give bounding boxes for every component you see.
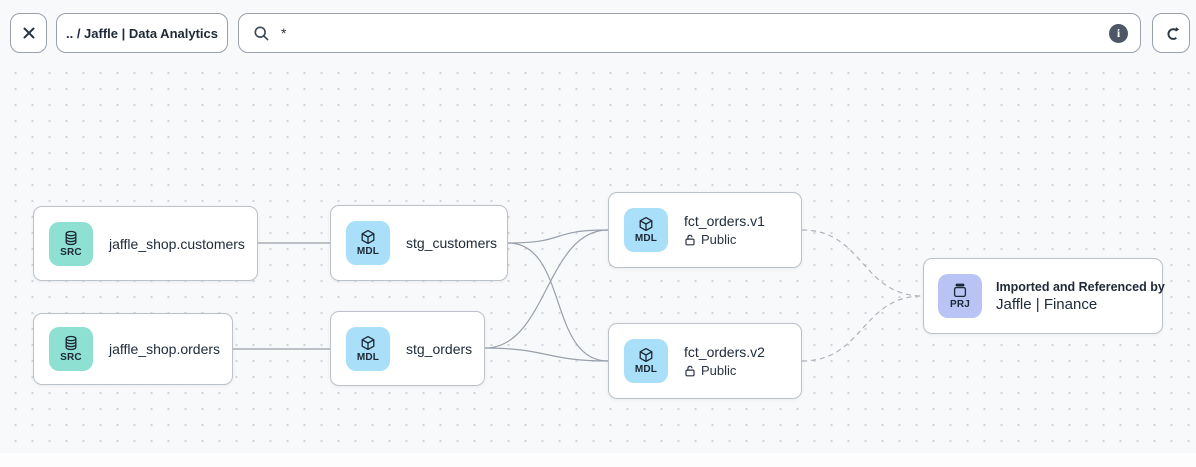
model-icon: MDL [346,326,390,371]
node-project-jaffle-finance[interactable]: PRJ Imported and Referenced by Jaffle | … [923,258,1165,334]
node-label: stg_orders [406,340,473,357]
refresh-icon [1166,26,1179,40]
node-src-jaffle-shop-customers[interactable]: SRC jaffle_shop.customers [33,206,258,281]
info-icon[interactable]: i [1109,23,1128,43]
source-icon: SRC [49,327,93,371]
unlock-icon [685,365,695,376]
access-label: Public [701,232,737,247]
search-box[interactable]: i [238,13,1141,53]
node-fct-orders-v2[interactable]: MDL fct_orders.v2 Public [608,323,802,399]
unlock-icon [685,234,695,245]
access-badge: Public [684,363,765,378]
node-label: fct_orders.v2 [684,344,765,360]
breadcrumb-label: .. / Jaffle | Data Analytics [66,25,218,41]
database-icon [65,335,77,351]
node-stg-orders[interactable]: MDL stg_orders [330,311,485,386]
badge-label: MDL [634,233,658,244]
canvas-bottom-strip [0,453,1196,467]
database-icon [65,230,77,245]
node-stg-customers[interactable]: MDL stg_customers [330,205,508,281]
node-fct-orders-v1[interactable]: MDL fct_orders.v1 Public [608,192,802,268]
cube-icon [361,229,375,245]
search-input[interactable] [281,25,1109,41]
model-icon: MDL [346,221,390,265]
node-label: jaffle_shop.orders [109,341,221,357]
source-icon: SRC [49,221,93,266]
badge-label: MDL [634,364,658,375]
model-icon: MDL [624,208,668,252]
node-label: Jaffle | Finance [996,295,1098,313]
node-label: fct_orders.v1 [684,213,765,229]
search-icon [254,25,269,40]
node-label: stg_customers [406,235,498,251]
edge-stg_orders-to-fct_orders_v1 [484,229,609,349]
badge-label: MDL [356,351,380,363]
cube-icon [361,335,375,350]
edge-fct_orders_v1-to-prj_finance [801,229,924,297]
cube-icon [639,347,653,363]
badge-label: PRJ [949,299,971,310]
node-src-jaffle-shop-orders[interactable]: SRC jaffle_shop.orders [33,313,233,385]
badge-label: SRC [60,352,82,363]
project-icon: PRJ [938,274,982,318]
badge-label: SRC [60,246,82,258]
access-badge: Public [684,232,765,247]
breadcrumb[interactable]: .. / Jaffle | Data Analytics [56,13,228,53]
cube-icon [639,216,653,232]
edge-stg_customers-to-fct_orders_v2 [507,242,609,362]
edge-fct_orders_v2-to-prj_finance [801,295,924,362]
model-icon: MDL [624,339,668,383]
close-button[interactable] [10,13,47,53]
access-label: Public [701,363,737,378]
edge-stg_orders-to-fct_orders_v2 [484,347,609,362]
refresh-button[interactable] [1152,13,1190,53]
node-label: jaffle_shop.customers [109,235,245,252]
badge-label: MDL [356,246,380,257]
project-caption: Imported and Referenced by [996,279,1165,294]
archive-icon [953,283,967,298]
close-icon [23,27,34,39]
edge-stg_customers-to-fct_orders_v1 [507,229,609,244]
